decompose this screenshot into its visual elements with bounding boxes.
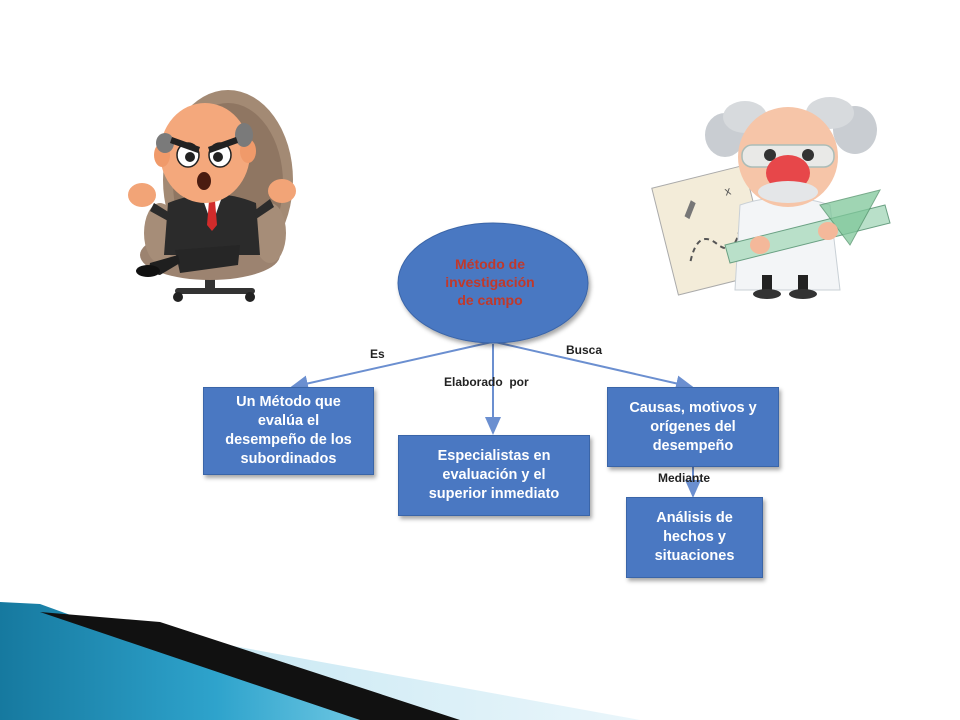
edge-label-es: Es	[370, 347, 385, 361]
root-ellipse	[397, 222, 589, 344]
edge-label-elaborado-por: Elaborado por	[444, 375, 529, 389]
connector-es	[290, 341, 493, 392]
edge-label-mediante: Mediante	[658, 471, 711, 485]
angry-businessman-illustration	[128, 90, 296, 302]
node-analisis: Análisis de hechos y situaciones	[626, 497, 763, 578]
node-metodo: Un Método que evalúa el desempeño de los…	[203, 387, 374, 475]
corner-black-band	[40, 612, 460, 720]
root-node-label: Método de investigación de campo	[445, 256, 535, 308]
corner-teal-band	[0, 602, 360, 720]
node-especialistas: Especialistas en evaluación y el superio…	[398, 435, 590, 516]
scientist-illustration: x	[651, 97, 891, 299]
connector-busca	[494, 341, 694, 392]
edge-label-busca: Busca	[566, 343, 603, 357]
svg-text:x: x	[723, 183, 732, 198]
node-causas: Causas, motivos y orígenes del desempeño	[607, 387, 779, 467]
